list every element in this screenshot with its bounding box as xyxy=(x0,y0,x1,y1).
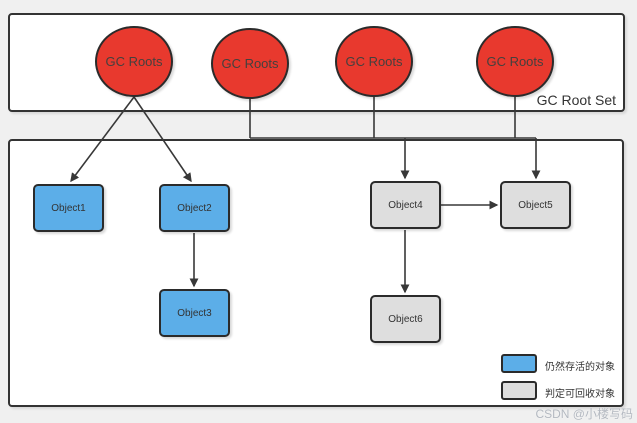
object2-node: Object2 xyxy=(159,184,230,232)
object4-node: Object4 xyxy=(370,181,441,229)
gc-roots-node-label: GC Roots xyxy=(221,56,279,71)
object-label: Object1 xyxy=(51,202,86,214)
csdn-watermark: CSDN @小楼写码 xyxy=(535,407,633,421)
object5-node: Object5 xyxy=(500,181,571,229)
object-label: Object2 xyxy=(177,202,212,214)
object-label: Object3 xyxy=(177,307,212,319)
legend-swatch-recyclable xyxy=(501,381,537,400)
gc-roots-node-label: GC Roots xyxy=(105,54,163,69)
gc-roots-node-1: GC Roots xyxy=(95,26,173,97)
object-label: Object5 xyxy=(518,199,553,211)
legend-label-alive: 仍然存活的对象 xyxy=(545,362,615,373)
object1-node: Object1 xyxy=(33,184,104,232)
object-label: Object6 xyxy=(388,313,423,325)
gc-roots-node-4: GC Roots xyxy=(476,26,554,97)
gc-roots-node-2: GC Roots xyxy=(211,28,289,99)
object6-node: Object6 xyxy=(370,295,441,343)
legend-label-recyclable: 判定可回收对象 xyxy=(545,389,615,400)
legend-swatch-alive xyxy=(501,354,537,373)
gc-roots-node-label: GC Roots xyxy=(486,54,544,69)
object3-node: Object3 xyxy=(159,289,230,337)
object-label: Object4 xyxy=(388,199,423,211)
gc-roots-node-3: GC Roots xyxy=(335,26,413,97)
gc-root-set-label: GC Root Set xyxy=(536,92,616,108)
gc-roots-node-label: GC Roots xyxy=(345,54,403,69)
